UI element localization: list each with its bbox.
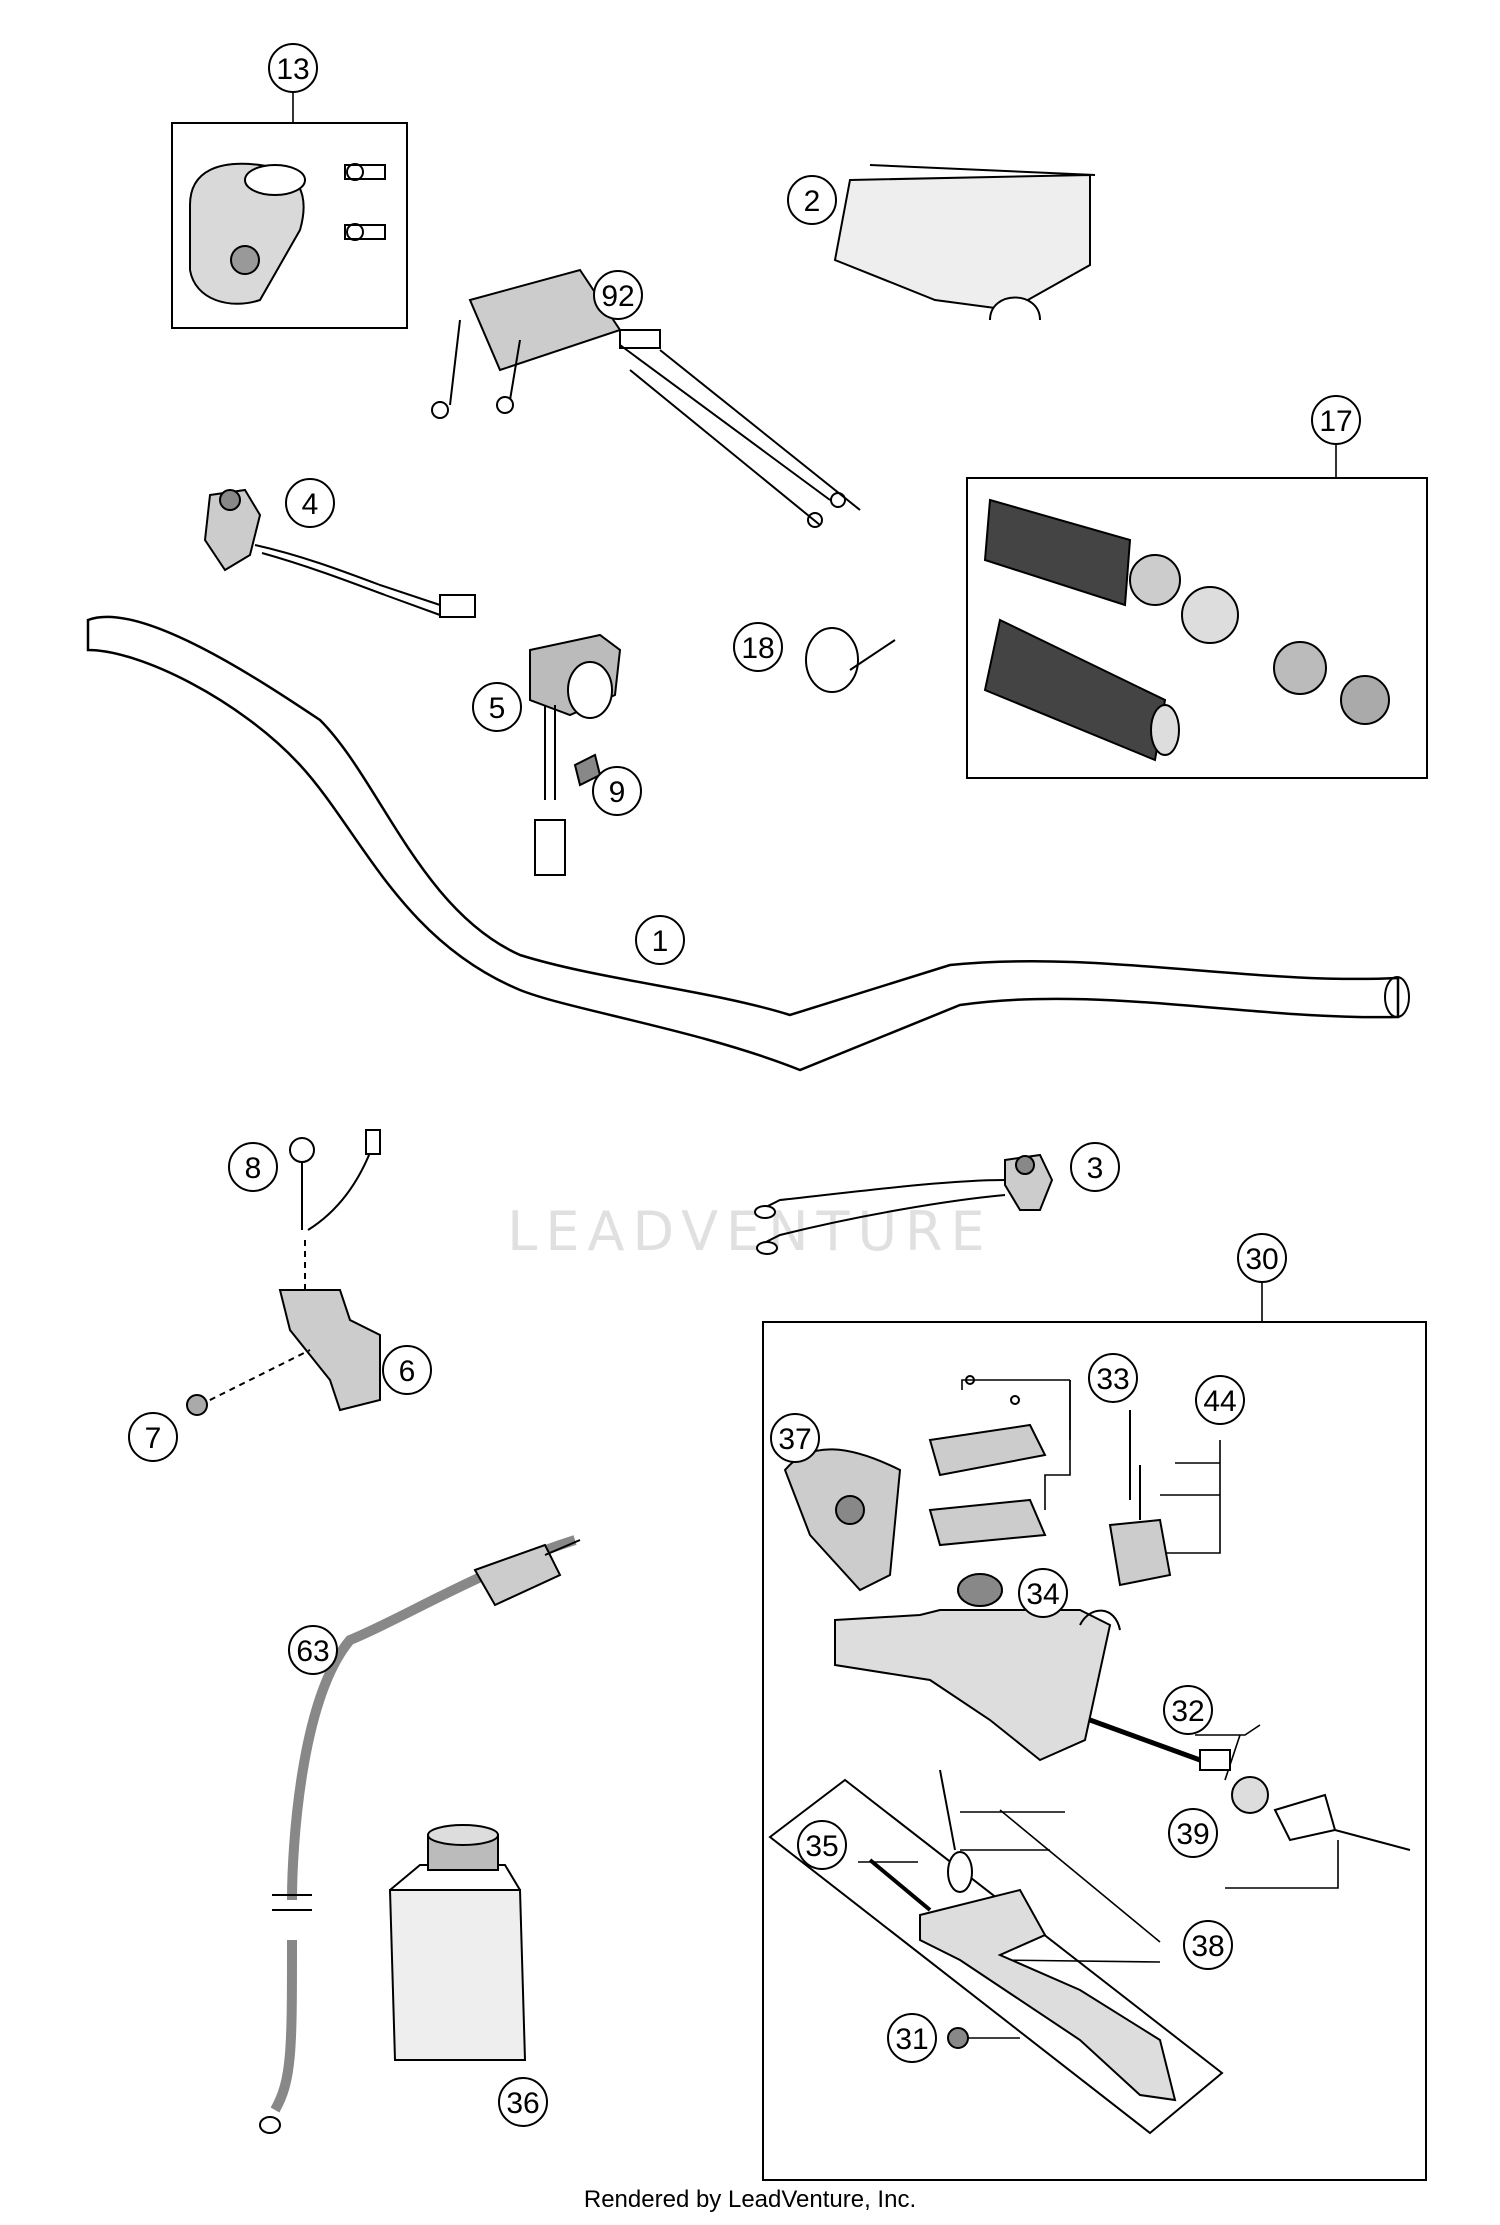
callout-6 (382, 1345, 432, 1395)
callout-label-63: 63 (296, 1635, 329, 1668)
callout-label-13: 13 (276, 53, 309, 86)
callouts (128, 43, 1361, 2127)
callout-label-8: 8 (245, 1152, 262, 1185)
callout-92 (593, 270, 643, 320)
callout-label-2: 2 (804, 185, 821, 218)
throttle-cable-part (431, 268, 861, 528)
brake-line-part (259, 1535, 581, 2134)
callout-32 (1163, 1685, 1213, 1735)
callout-label-33: 33 (1096, 1363, 1129, 1396)
leader-lines (292, 90, 1339, 2039)
callout-labels: 13 2 92 17 4 18 5 9 1 8 3 30 6 7 33 44 3… (145, 53, 1353, 2120)
callout-label-17: 17 (1319, 405, 1352, 438)
kill-switch-part (203, 488, 476, 618)
callout-35 (797, 1820, 847, 1870)
callout-4 (285, 478, 335, 528)
watermark-text: LEADVENTURE (507, 1200, 993, 1263)
callout-label-30: 30 (1245, 1243, 1278, 1276)
callout-label-6: 6 (399, 1355, 416, 1388)
callout-label-1: 1 (652, 925, 669, 958)
callout-label-7: 7 (145, 1422, 162, 1455)
callout-label-3: 3 (1087, 1152, 1104, 1185)
callout-label-39: 39 (1176, 1818, 1209, 1851)
grip-set-part (983, 498, 1390, 762)
cable-tie-part (805, 627, 896, 693)
group-box-lever (768, 1778, 1224, 2135)
callout-label-92: 92 (601, 280, 634, 313)
callout-13 (268, 43, 318, 93)
callout-18 (733, 622, 783, 672)
footer-credit: Rendered by LeadVenture, Inc. (583, 2186, 917, 2213)
callout-33 (1088, 1353, 1138, 1403)
callout-label-35: 35 (805, 1830, 838, 1863)
callout-7 (128, 1412, 178, 1462)
handlebar-end (1384, 976, 1410, 1018)
callout-label-31: 31 (895, 2023, 928, 2056)
callout-label-37: 37 (778, 1423, 811, 1456)
callout-label-18: 18 (741, 632, 774, 665)
handlebar-pad-part (833, 164, 1096, 321)
callout-label-38: 38 (1191, 1930, 1224, 1963)
callout-37 (770, 1413, 820, 1463)
callout-31 (887, 2013, 937, 2063)
callout-39 (1168, 1808, 1218, 1858)
callout-5 (472, 682, 522, 732)
callout-label-44: 44 (1203, 1385, 1236, 1418)
callout-44 (1195, 1375, 1245, 1425)
group-box-30 (762, 1321, 1427, 2181)
callout-38 (1183, 1920, 1233, 1970)
callout-label-32: 32 (1171, 1695, 1204, 1728)
callout-34 (1018, 1568, 1068, 1618)
callout-3 (1070, 1142, 1120, 1192)
master-cylinder-part (783, 1375, 1411, 2102)
callout-63 (288, 1625, 338, 1675)
callout-17 (1311, 395, 1361, 445)
callout-2 (787, 175, 837, 225)
callout-label-4: 4 (302, 488, 319, 521)
bracket-part (186, 1129, 381, 1416)
callout-9 (592, 766, 642, 816)
callout-label-9: 9 (609, 776, 626, 809)
start-switch-part (529, 633, 622, 876)
callout-8 (228, 1142, 278, 1192)
callout-label-36: 36 (506, 2087, 539, 2120)
brake-fluid-bottle-part (388, 1824, 527, 2061)
callout-1 (635, 915, 685, 965)
handlebar (86, 615, 1400, 1072)
hot-start-switch-part (754, 1153, 1054, 1255)
group-box-17 (966, 477, 1428, 779)
callout-label-34: 34 (1026, 1578, 1059, 1611)
group-box-13 (171, 122, 408, 329)
callout-36 (498, 2077, 548, 2127)
callout-label-5: 5 (489, 692, 506, 725)
throttle-housing-part (189, 162, 386, 305)
callout-30 (1237, 1233, 1287, 1283)
